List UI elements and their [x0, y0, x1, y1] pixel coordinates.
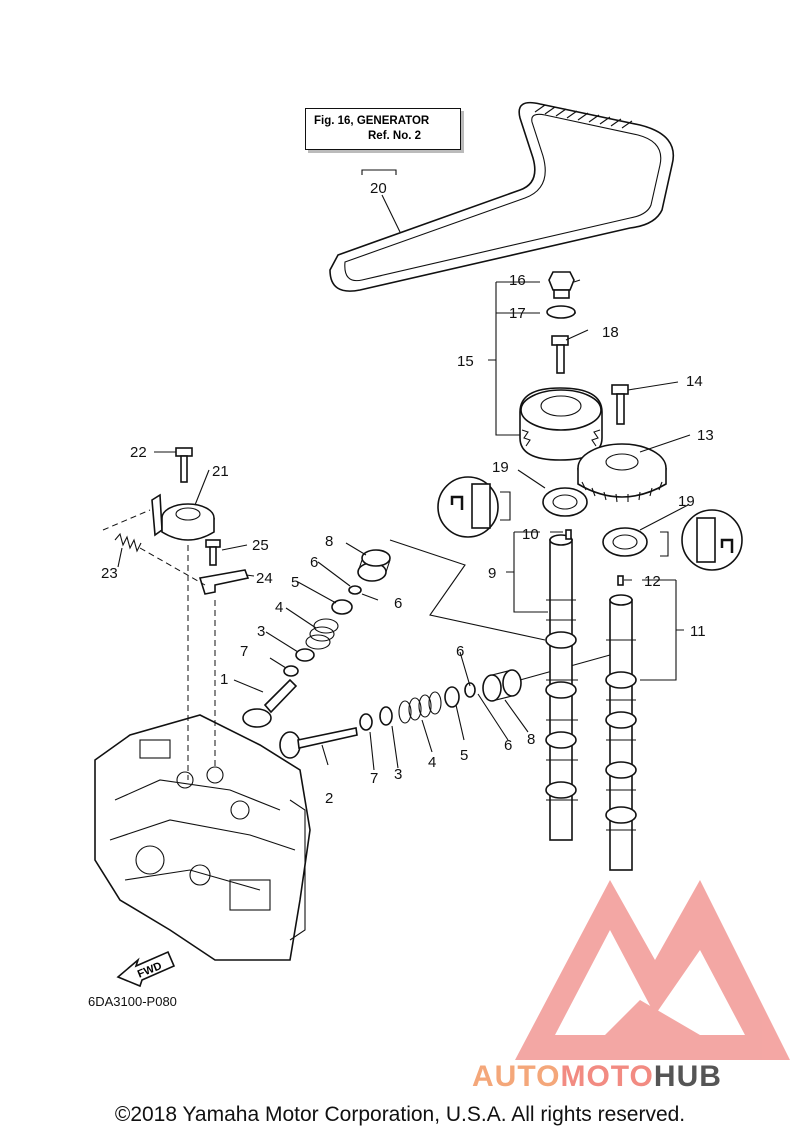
sealant-detail-right	[660, 509, 743, 571]
valve-seal-7b	[359, 713, 373, 731]
diagram-code: 6DA3100-P080	[88, 994, 177, 1009]
pin-10	[565, 529, 572, 540]
spring-23	[114, 532, 142, 553]
fwd-arrow-icon	[116, 950, 176, 988]
keeper-6b	[464, 682, 476, 698]
callout-8a: 8	[325, 533, 333, 550]
sealant-detail-left	[437, 476, 511, 538]
watermark-logo	[515, 880, 790, 1060]
bolt-16	[548, 271, 575, 299]
callout-23: 23	[101, 565, 118, 582]
timing-belt	[329, 101, 674, 292]
callout-5b: 5	[460, 747, 468, 764]
copyright-notice: ©2018 Yamaha Motor Corporation, U.S.A. A…	[114, 1103, 686, 1126]
callout-5a: 5	[291, 574, 299, 591]
valve-1	[242, 678, 298, 728]
callout-17: 17	[509, 305, 526, 322]
callout-20: 20	[370, 180, 387, 197]
pin-12	[617, 575, 624, 586]
callout-9: 9	[488, 565, 496, 582]
callout-3b: 3	[394, 766, 402, 783]
watermark-brand: AUTOMOTOHUB	[472, 1060, 722, 1094]
callout-18: 18	[602, 324, 619, 341]
cylinder-head	[94, 714, 311, 961]
figure-reference-number: Ref. No. 2	[368, 130, 422, 142]
washer-17	[546, 305, 576, 319]
callout-19a: 19	[492, 459, 509, 476]
spring-seat-3b	[379, 706, 393, 726]
bracket-24	[198, 569, 250, 595]
bolt-22	[175, 447, 193, 483]
valve-seal-7a	[283, 665, 299, 677]
callout-7a: 7	[240, 643, 248, 660]
callout-19b: 19	[678, 493, 695, 510]
lifter-8a	[357, 549, 391, 582]
callout-3a: 3	[257, 623, 265, 640]
lifter-8b	[482, 669, 522, 702]
callout-15: 15	[457, 353, 474, 370]
bolt-18	[551, 335, 569, 374]
callout-13: 13	[697, 427, 714, 444]
callout-16: 16	[509, 272, 526, 289]
retainer-5b	[444, 686, 460, 708]
camshaft-11	[605, 594, 637, 871]
valve-spring-4b	[398, 691, 442, 724]
callout-6c: 6	[456, 643, 464, 660]
callout-8b: 8	[527, 731, 535, 748]
callout-1: 1	[220, 671, 228, 688]
callout-12: 12	[644, 573, 661, 590]
callout-6d: 6	[504, 737, 512, 754]
bolt-14	[611, 384, 629, 425]
callout-10: 10	[522, 526, 539, 543]
oil-seal-19b	[602, 527, 648, 557]
bolt-25	[205, 539, 221, 566]
retainer-5a	[331, 599, 353, 615]
keeper-6a	[348, 585, 362, 595]
callout-7b: 7	[370, 770, 378, 787]
figure-reference-title: Fig. 16, GENERATOR	[314, 115, 430, 127]
valve-spring-4a	[305, 618, 339, 650]
oil-seal-19a	[542, 487, 588, 517]
brand-part-hub: HUB	[653, 1060, 722, 1093]
cam-sprocket-13	[577, 443, 667, 503]
figure-reference-box[interactable]: Fig. 16, GENERATOR Ref. No. 2	[305, 108, 461, 150]
callout-14: 14	[686, 373, 703, 390]
callout-22: 22	[130, 444, 147, 461]
callout-11: 11	[690, 623, 706, 640]
valve-2	[279, 727, 358, 759]
vvt-sprocket-15	[519, 387, 603, 461]
callout-25: 25	[252, 537, 269, 554]
callout-6b: 6	[394, 595, 402, 612]
callout-24: 24	[256, 570, 273, 587]
brand-part-moto: MOTO	[560, 1060, 654, 1093]
fwd-label: FWD	[136, 960, 164, 981]
callout-2: 2	[325, 790, 333, 807]
callout-21: 21	[212, 463, 229, 480]
callout-6a: 6	[310, 554, 318, 571]
brand-part-auto: AUTO	[472, 1060, 561, 1093]
camshaft-9	[545, 534, 578, 841]
callout-4b: 4	[428, 754, 436, 771]
spring-seat-3a	[295, 648, 315, 662]
callout-4a: 4	[275, 599, 283, 616]
belt-tensioner	[151, 493, 215, 541]
